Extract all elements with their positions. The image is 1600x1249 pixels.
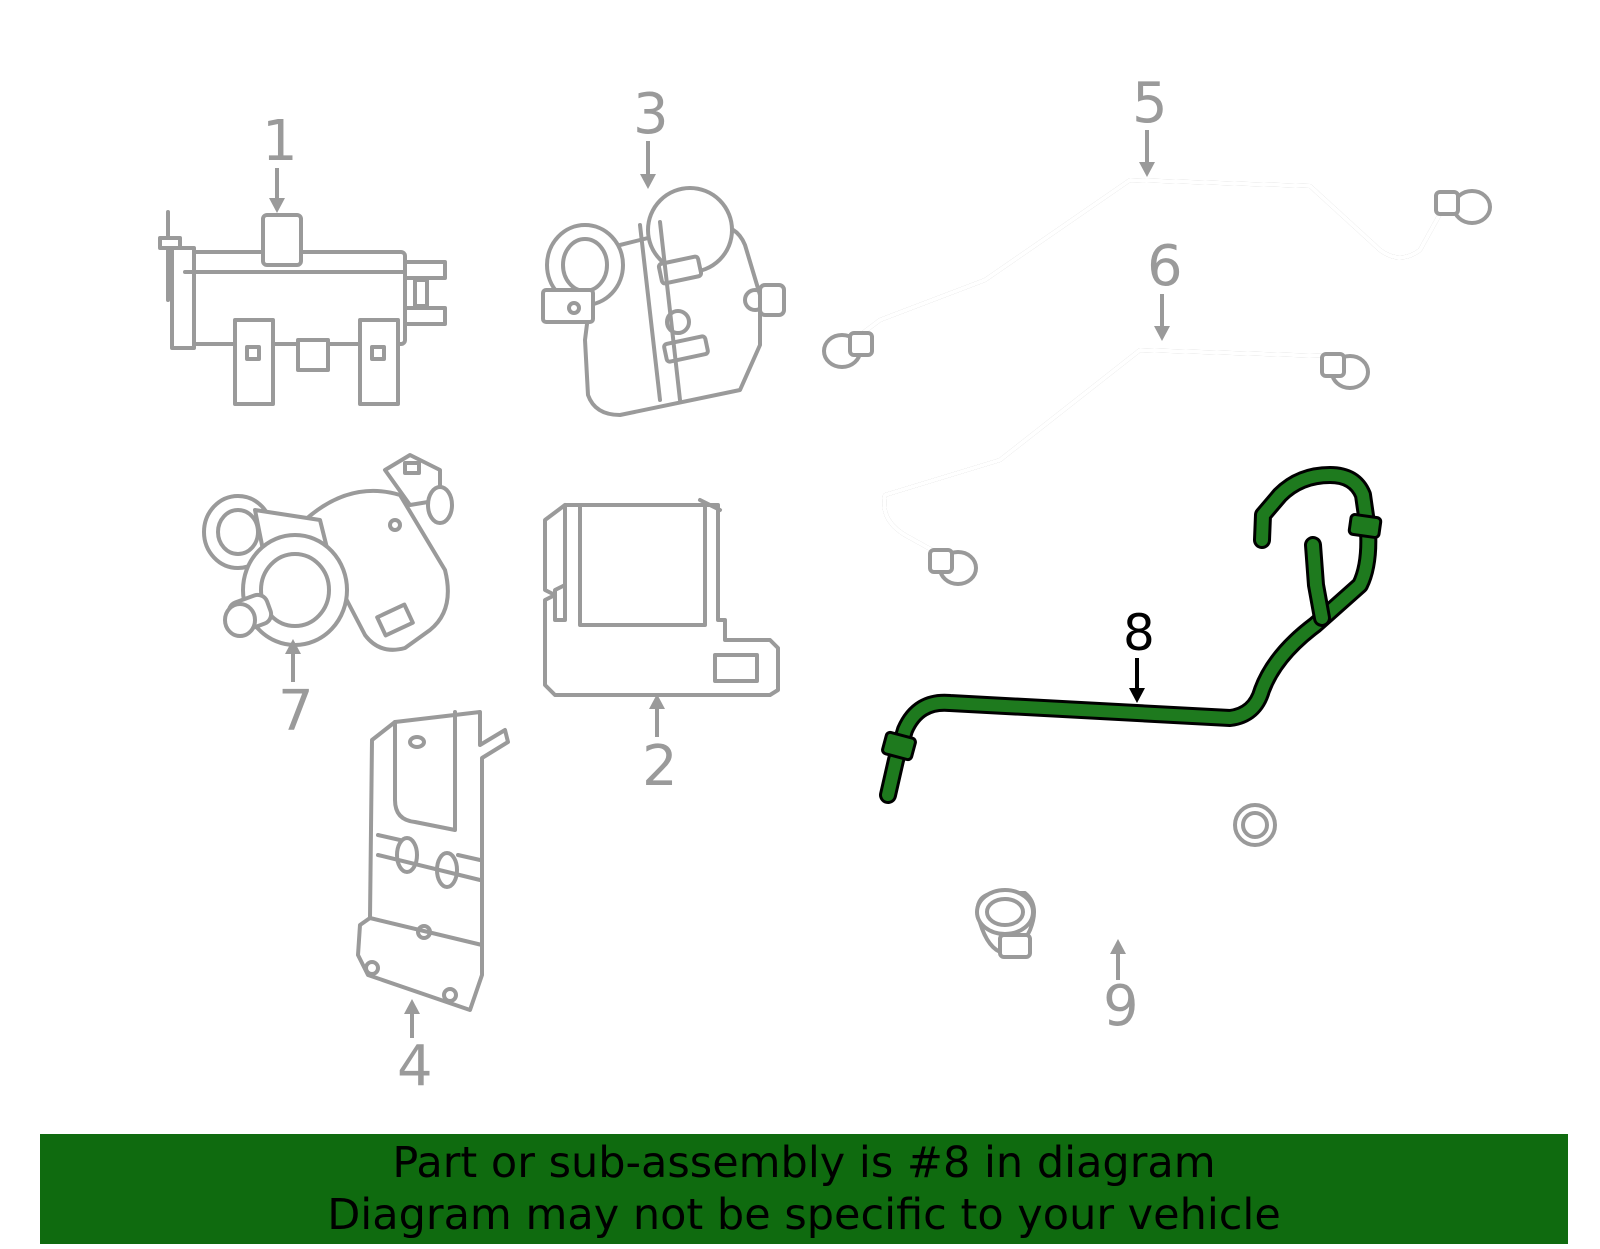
info-banner: Part or sub-assembly is #8 in diagram Di… [40,1134,1568,1244]
part-8-hose-highlighted[interactable] [879,466,1383,804]
callout-9-arrowhead [1110,939,1126,954]
part-2-bracket[interactable] [543,498,780,697]
callout-5-arrowhead [1139,162,1155,177]
callout-3-arrowhead [640,174,656,189]
callout-6-label: 6 [1147,234,1183,299]
callout-8-label: 8 [1123,604,1155,662]
callout-1-label: 1 [262,109,298,174]
callout-4-label: 4 [397,1034,433,1099]
callout-6-arrowhead [1154,326,1170,341]
part-3-pump[interactable] [541,186,786,417]
banner-line-1: Part or sub-assembly is #8 in diagram [392,1138,1216,1188]
part-4-mount-bracket[interactable] [356,710,510,1012]
callout-1-arrowhead [269,198,285,213]
part-1-canister[interactable] [158,210,447,406]
callout-3-label: 3 [633,82,669,147]
callout-2-arrowhead [649,694,665,709]
callout-7-label: 7 [278,679,314,744]
callout-8-arrowhead [1129,688,1145,703]
callout-5-label: 5 [1132,71,1168,136]
callout-7-arrowhead [285,639,301,654]
part-5-tube[interactable] [822,178,1492,369]
banner-line-2: Diagram may not be specific to your vehi… [327,1190,1281,1240]
callout-9-label: 9 [1103,974,1139,1039]
part-9-hose[interactable] [975,801,1277,959]
part-6-tube[interactable] [882,348,1370,586]
callout-2-label: 2 [642,734,678,799]
callout-4-arrowhead [404,999,420,1014]
part-7-valve[interactable] [202,453,454,652]
